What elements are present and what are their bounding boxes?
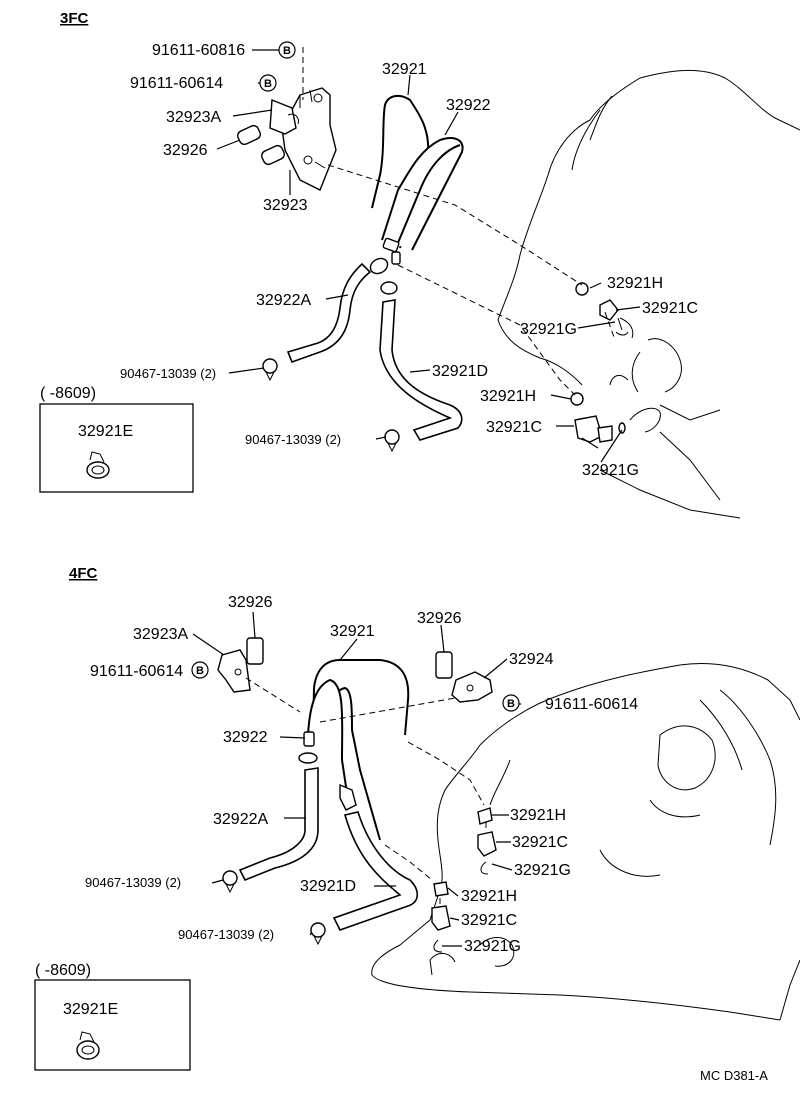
unions-top [570, 282, 629, 443]
bolt-marker-right-bottom: B [502, 694, 520, 712]
inset-part-32921e-top: 32921E [78, 423, 133, 440]
clip-hose-d-top [384, 429, 400, 453]
section-3fc: 3FC B [39, 10, 800, 519]
section-title-4fc: 4FC [69, 565, 98, 582]
label-bolt-91611-60816: 91611-60816 [152, 42, 245, 59]
label-union-32921c-2-bottom: 32921C [461, 912, 517, 929]
label-union-32921h-2-bottom: 32921H [461, 888, 517, 905]
inset-part-32921e-bottom: 32921E [63, 1001, 118, 1018]
label-tube-32921: 32921 [382, 61, 427, 78]
hose-clamp-icon [86, 451, 110, 479]
label-bracket-32923a-bottom: 32923A [133, 626, 188, 643]
label-gasket-32921g-1-bottom: 32921G [514, 862, 571, 879]
label-union-32921h-2: 32921H [480, 388, 536, 405]
inset-date-top: ( -8609) [40, 385, 96, 402]
label-gasket-32921g-2-bottom: 32921G [464, 938, 521, 955]
label-bracket-32923a: 32923A [166, 109, 221, 126]
label-cushion-32926: 32926 [163, 142, 208, 159]
bracket-32924-bottom [435, 651, 493, 703]
hose-32922a-top [286, 257, 389, 364]
label-bracket-32924: 32924 [509, 651, 554, 668]
clip-hose-a-top [262, 358, 278, 382]
label-hose-32921d: 32921D [432, 363, 488, 380]
label-bracket-32923: 32923 [263, 197, 308, 214]
diagram-code: MC D381-A [700, 1068, 768, 1083]
inset-box-top: ( -8609) 32921E [39, 385, 194, 493]
label-clip-hose-d: 90467-13039 (2) [245, 432, 341, 447]
label-tube-32922: 32922 [446, 97, 491, 114]
unions-bottom [429, 807, 497, 976]
label-union-32921h-1-bottom: 32921H [510, 807, 566, 824]
transmission-outline-bottom [371, 662, 800, 1021]
transmission-outline-top [497, 70, 800, 519]
label-tube-32921-bottom: 32921 [330, 623, 375, 640]
svg-text:B: B [507, 698, 515, 710]
label-clip-hose-a-bottom: 90467-13039 (2) [85, 875, 181, 890]
label-bolt-right-bottom: 91611-60614 [545, 696, 638, 713]
label-hose-32922a-bottom: 32922A [213, 811, 268, 828]
bolt-marker-91611-60816: B [278, 41, 296, 59]
hose-clamp-icon-bottom [76, 1031, 100, 1060]
label-cushion-32926-right: 32926 [417, 610, 462, 627]
label-gasket-32921g-2: 32921G [582, 462, 639, 479]
label-clip-hose-a: 90467-13039 (2) [120, 366, 216, 381]
label-hose-32921d-bottom: 32921D [300, 878, 356, 895]
label-union-32921c-2: 32921C [486, 419, 542, 436]
bolt-marker-left-bottom: B [191, 661, 209, 679]
label-tube-32922-bottom: 32922 [223, 729, 268, 746]
label-bolt-91611-60614: 91611-60614 [130, 75, 223, 92]
label-hose-32922a: 32922A [256, 292, 311, 309]
svg-text:B: B [264, 78, 272, 90]
hose-32921d-top [379, 281, 463, 441]
label-union-32921c-1: 32921C [642, 300, 698, 317]
label-union-32921c-1-bottom: 32921C [512, 834, 568, 851]
tube-assembly-bottom [298, 659, 410, 841]
section-4fc: 4FC B [34, 565, 800, 1071]
hose-32921d-bottom [310, 811, 419, 946]
label-cushion-32926-left: 32926 [228, 594, 273, 611]
inset-box-bottom: ( -8609) 32921E [34, 962, 191, 1071]
inset-date-bottom: ( -8609) [35, 962, 91, 979]
label-union-32921h-1: 32921H [607, 275, 663, 292]
label-bolt-left-bottom: 91611-60614 [90, 663, 183, 680]
label-gasket-32921g-1: 32921G [520, 321, 577, 338]
label-clip-hose-d-bottom: 90467-13039 (2) [178, 927, 274, 942]
section-title-3fc: 3FC [60, 10, 89, 27]
bolt-marker-91611-60614: B [259, 74, 277, 92]
svg-text:B: B [196, 665, 204, 677]
hose-32922a-bottom [222, 767, 319, 894]
bracket-assembly-top [237, 87, 337, 191]
svg-text:B: B [283, 45, 291, 57]
tube-assembly-top [371, 94, 464, 265]
